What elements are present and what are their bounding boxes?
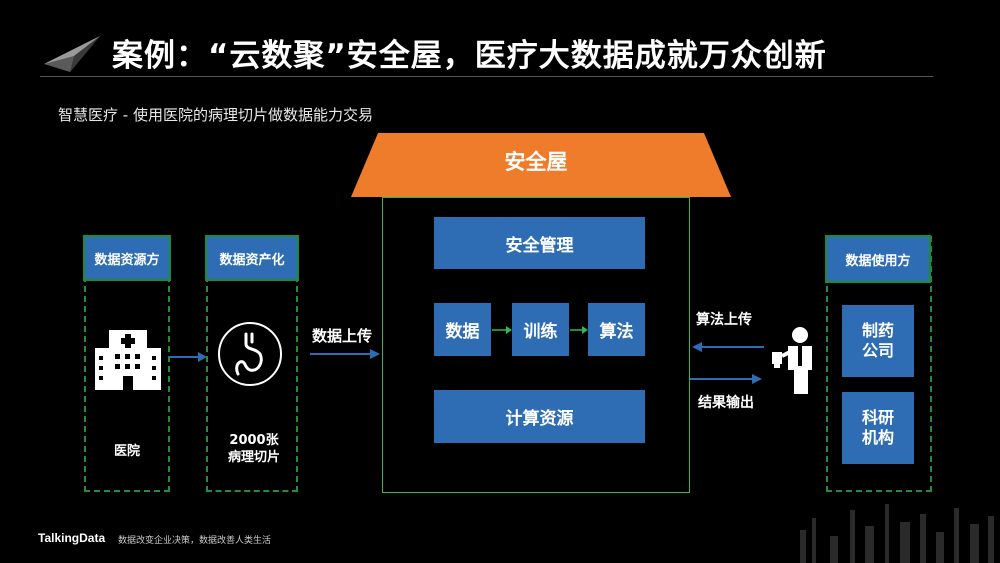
- flow-algorithm-label: 算法: [599, 322, 634, 342]
- source-header-label: 数据资源方: [94, 252, 160, 268]
- source-header: 数据资源方: [83, 235, 171, 281]
- consumer-pharma-box: 制药 公司: [842, 305, 914, 377]
- footer-slogan: 数据改变企业决策，数据改善人类生活: [118, 536, 272, 546]
- hospital-icon: [95, 330, 161, 390]
- city-skyline-decoration: [800, 504, 994, 563]
- consumer-header-label: 数据使用方: [845, 253, 911, 269]
- safe-house-frame: [382, 197, 690, 493]
- logo-icon: [44, 36, 100, 72]
- title-prefix: 案例：: [112, 38, 208, 74]
- compute-resource-label: 计算资源: [505, 409, 574, 429]
- flow-arrows: [492, 326, 588, 334]
- compute-resource-box: 计算资源: [434, 390, 645, 443]
- asset-header-label: 数据资产化: [219, 252, 285, 268]
- page-subtitle: 智慧医疗 - 使用医院的病理切片做数据能力交易: [58, 106, 373, 124]
- consumer-research-label: 科研 机构: [861, 408, 894, 447]
- page-title: 案例：“云数聚”安全屋，医疗大数据成就万众创新: [112, 30, 827, 75]
- security-management-box: 安全管理: [434, 217, 645, 269]
- flow-train-label: 训练: [523, 322, 558, 342]
- consumer-header: 数据使用方: [825, 235, 931, 283]
- flow-algorithm-box: 算法: [588, 303, 645, 356]
- title-divider: [40, 76, 933, 77]
- stomach-icon: [218, 322, 282, 386]
- upload-arrow: [310, 349, 380, 359]
- house-roof: [351, 133, 731, 197]
- flow-data-box: 数据: [434, 303, 491, 356]
- upload-label: 数据上传: [312, 327, 373, 345]
- flow-data-label: 数据: [445, 322, 480, 342]
- title-suffix: 安全屋，医疗大数据成就万众创新: [346, 38, 827, 74]
- consumer-pharma-label: 制药 公司: [861, 321, 894, 360]
- result-output-label: 结果输出: [698, 395, 754, 411]
- asset-label: 2000张 病理切片: [227, 433, 280, 465]
- consumer-research-box: 科研 机构: [842, 392, 914, 464]
- title-quoted: “云数聚”: [208, 38, 347, 74]
- house-roof-label: 安全屋: [504, 150, 568, 174]
- security-management-label: 安全管理: [505, 235, 574, 256]
- person-icon: [772, 327, 812, 394]
- asset-header: 数据资产化: [205, 235, 299, 281]
- source-label: 医院: [113, 444, 140, 459]
- flow-train-box: 训练: [512, 303, 569, 356]
- source-to-asset-arrow: [170, 352, 207, 362]
- algorithm-upload-label: 算法上传: [696, 312, 752, 328]
- result-output-arrow: [690, 374, 762, 384]
- footer-brand: TalkingData: [38, 531, 106, 545]
- algorithm-upload-arrow: [692, 342, 764, 352]
